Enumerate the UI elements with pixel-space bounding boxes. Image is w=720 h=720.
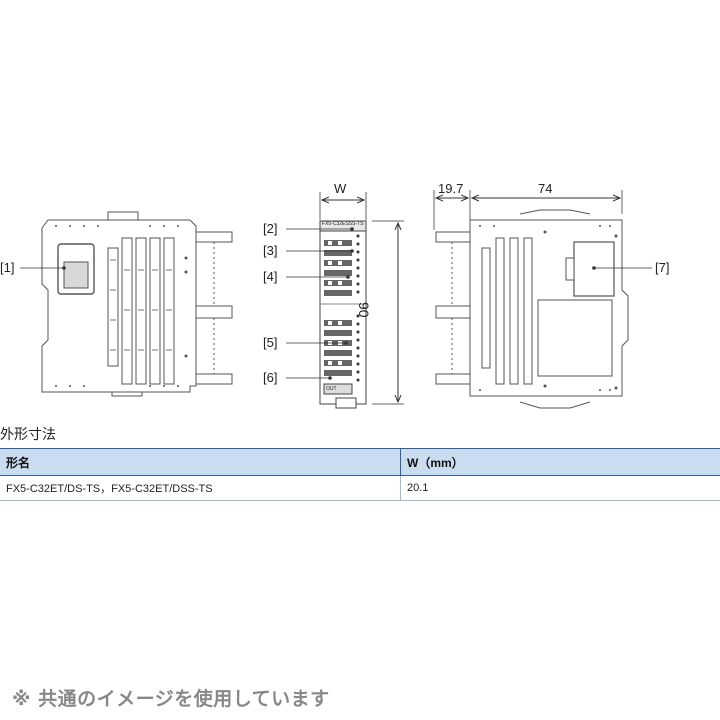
- dimension-side-width-label: 74: [538, 181, 553, 196]
- table-row: FX5-C32ET/DS-TS，FX5-C32ET/DSS-TS 20.1: [0, 475, 720, 501]
- drawing-svg: [20, 190, 652, 409]
- dimension-w-label: W: [334, 181, 347, 196]
- callout-5: [5]: [263, 335, 278, 350]
- dimension-table: 形名 W（mm） FX5-C32ET/DS-TS，FX5-C32ET/DSS-T…: [0, 448, 720, 501]
- callout-2: [2]: [263, 221, 278, 236]
- callout-6: [6]: [263, 370, 278, 385]
- callout-7: [7]: [655, 260, 670, 275]
- outline-drawing: W 90 19.7 74 FX5-C32ESSS-TS OUT [1] [2] …: [0, 181, 670, 409]
- module-bottom-tag: OUT: [326, 386, 337, 392]
- section-caption: 外形寸法: [0, 427, 56, 443]
- callout-3: [3]: [263, 243, 278, 258]
- image-note: ※ 共通のイメージを使用しています: [12, 688, 330, 710]
- table-header-width: W（mm）: [400, 448, 720, 476]
- module-top-tag: FX5-C32ESSS-TS: [322, 221, 364, 227]
- dimension-depth-label: 19.7: [438, 181, 464, 196]
- callout-4: [4]: [263, 269, 278, 284]
- callout-1: [1]: [0, 260, 15, 275]
- side-view: [433, 190, 629, 409]
- terminal-view: [286, 192, 404, 409]
- table-header-row: 形名 W（mm）: [0, 448, 720, 476]
- table-cell-width: 20.1: [400, 475, 720, 501]
- front-view: [41, 211, 233, 397]
- table-cell-model: FX5-C32ET/DS-TS，FX5-C32ET/DSS-TS: [0, 475, 401, 501]
- table-header-model: 形名: [0, 448, 401, 476]
- dimension-height-label: 90: [356, 302, 372, 318]
